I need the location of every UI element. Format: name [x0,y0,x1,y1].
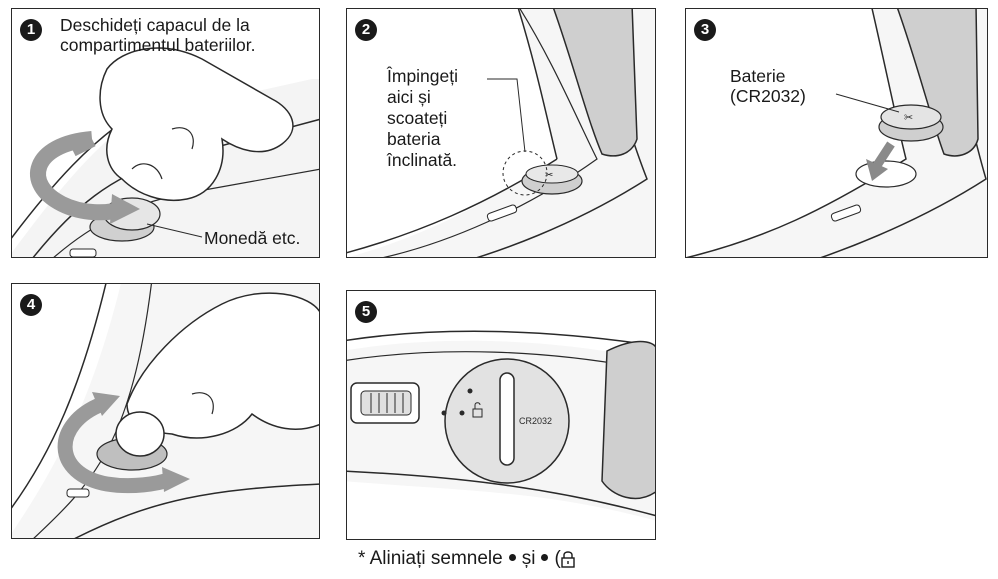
step-4-panel: 4 [11,283,320,539]
step-1-panel: 1 Deschideți capacul de la compartimentu… [11,8,320,258]
alignment-dot-icon [508,554,516,562]
step-4-badge: 4 [20,294,42,316]
footnote-prefix: * Aliniați semnele [358,548,503,569]
step-2-callout-line4: bateria [387,129,441,149]
step-1-callout: Monedă etc. [204,228,301,248]
step-1-illustration [12,47,319,257]
step-3-illustration: ✂ [686,9,987,257]
step-5-badge: 5 [355,301,377,323]
step-3-callout-line1: Baterie [730,66,786,86]
step-2-panel: ✂ 2 Împingeți aici și scoateți bateria î… [346,8,656,258]
step-2-illustration: ✂ [347,9,655,257]
step-5-cover-label: CR2032 [519,416,553,426]
step-4-illustration [12,284,319,538]
step-3-callout-line2: (CR2032) [730,86,806,106]
lock-icon [561,551,575,568]
step-3-panel: ✂ 3 Baterie (CR2032) [685,8,988,258]
footnote-middle: și [521,548,536,569]
svg-text:✂: ✂ [545,170,553,181]
svg-text:✂: ✂ [904,111,913,124]
step-5-illustration [347,330,655,521]
step-1-instruction-line2: compartimentul bateriilor. [60,35,256,55]
step-1-instruction-line1: Deschideți capacul de la [60,15,250,35]
step-2-callout-line1: Împingeți [387,66,459,86]
footnote-suffix: ( [554,548,561,569]
step-3-badge: 3 [694,19,716,41]
alignment-footnote: * Aliniați semnele și ( [358,548,575,570]
step-5-panel: 5 CR2032 [346,290,656,540]
alignment-dot-icon-2 [541,554,549,562]
step-1-badge: 1 [20,19,42,41]
step-2-callout-line5: înclinată. [387,150,458,170]
step-2-callout-line3: scoateți [387,108,448,128]
step-2-callout-line2: aici și [387,87,431,107]
step-2-badge: 2 [355,19,377,41]
